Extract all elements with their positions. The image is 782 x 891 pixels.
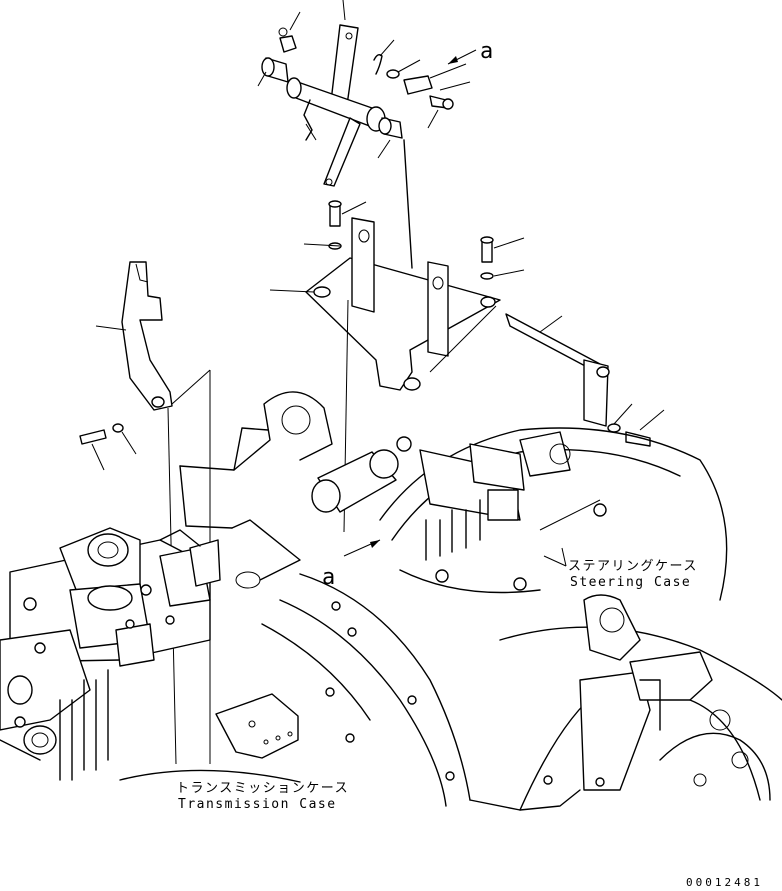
reference-mark-top: a — [480, 39, 493, 64]
transmission-case-label-en: Transmission Case — [178, 797, 337, 812]
main-frame — [119, 391, 782, 811]
steering-case-label-jp: ステアリングケース — [568, 559, 698, 574]
transmission-case-label-jp: トランスミッションケース — [176, 781, 349, 796]
transmission-valve — [0, 527, 221, 781]
steering-case-label-en: Steering Case — [570, 575, 691, 590]
steering-case — [311, 427, 728, 601]
reference-mark-bottom: a — [322, 565, 335, 590]
lever-assembly — [257, 0, 477, 269]
document-number: 00012481 — [686, 876, 763, 889]
bracket-assembly — [269, 200, 665, 533]
left-bracket — [79, 261, 211, 765]
